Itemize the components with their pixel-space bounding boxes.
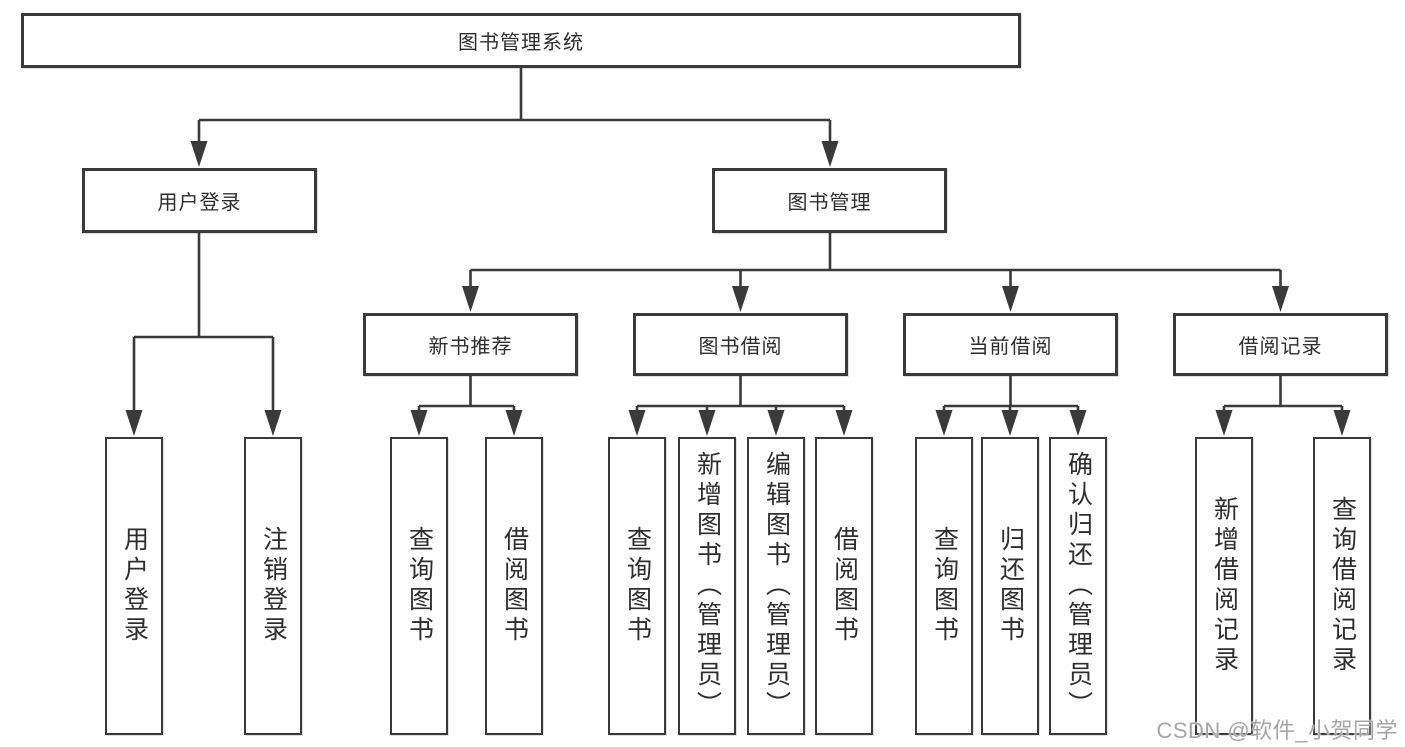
arrowhead-icon [1272, 286, 1289, 312]
leaf-current-query-books: 查询图书 [915, 437, 973, 735]
arrowhead-icon [125, 410, 143, 436]
leaf-records-query-record: 查询借阅记录 [1313, 437, 1371, 735]
arrowhead-icon [935, 410, 953, 436]
node-book-management: 图书管理 [712, 168, 947, 233]
edge-book-borrow-to-leaves [628, 376, 853, 436]
leaf-current-return-books: 归还图书 [981, 437, 1039, 735]
leaf-borrow-query-books: 查询图书 [608, 437, 666, 735]
arrowhead-icon [264, 410, 282, 436]
leaf-newbook-query-books: 查询图书 [390, 437, 448, 735]
edge-root-to-level2 [190, 68, 839, 167]
leaf-logout: 注销登录 [244, 437, 302, 735]
leaf-borrow-borrow-books: 借阅图书 [815, 437, 873, 735]
edge-user-login-to-leaves [125, 233, 282, 436]
edge-line [197, 68, 832, 146]
edge-current-borrow-to-leaves [935, 376, 1087, 436]
arrowhead-icon [1069, 410, 1087, 436]
leaf-borrow-edit-books-admin: 编辑图书（管理员） [747, 437, 805, 735]
arrowhead-icon [1002, 286, 1019, 312]
node-borrow-records: 借阅记录 [1173, 313, 1388, 376]
edge-line [942, 376, 1080, 414]
edge-borrow-records-to-leaves [1215, 376, 1351, 436]
arrowhead-icon [505, 410, 523, 436]
leaf-user-login: 用户登录 [105, 437, 163, 735]
leaf-newbook-borrow-books: 借阅图书 [485, 437, 543, 735]
arrowhead-icon [1333, 410, 1351, 436]
arrowhead-icon [767, 410, 785, 436]
node-book-borrow: 图书借阅 [633, 313, 848, 376]
arrowhead-icon [1215, 410, 1233, 436]
edge-new-book-to-leaves [410, 376, 523, 436]
edge-line [469, 233, 1282, 290]
arrowhead-icon [698, 410, 716, 436]
node-new-book-recommend: 新书推荐 [363, 313, 578, 376]
arrowhead-icon [1001, 410, 1019, 436]
node-user-login: 用户登录 [82, 168, 317, 233]
arrowhead-icon [732, 286, 749, 312]
edge-line [1222, 376, 1344, 414]
arrowhead-icon [410, 410, 428, 436]
edge-line [417, 376, 516, 414]
arrowhead-icon [835, 410, 853, 436]
leaf-current-confirm-return-admin: 确认归还（管理员） [1049, 437, 1107, 735]
node-current-borrow: 当前借阅 [903, 313, 1118, 376]
edge-line [132, 233, 275, 413]
arrowhead-icon [821, 141, 839, 167]
leaf-borrow-add-books-admin: 新增图书（管理员） [678, 437, 736, 735]
arrowhead-icon [628, 410, 646, 436]
edge-line [635, 376, 846, 414]
arrowhead-icon [190, 141, 208, 167]
edge-book-management-to-level3 [462, 233, 1289, 312]
leaf-records-add-record: 新增借阅记录 [1195, 437, 1253, 735]
node-library-management-system: 图书管理系统 [21, 13, 1021, 68]
csdn-watermark: CSDN @软件_小贺同学 [1156, 718, 1398, 743]
arrowhead-icon [462, 286, 479, 312]
